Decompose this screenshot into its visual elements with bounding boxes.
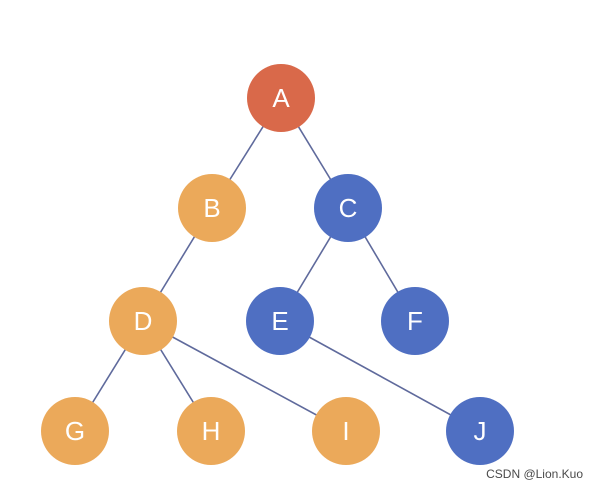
node-label: G [65, 416, 85, 446]
node-label: H [202, 416, 221, 446]
node-a: A [247, 64, 315, 132]
node-i: I [312, 397, 380, 465]
node-circle [312, 397, 380, 465]
node-circle [246, 287, 314, 355]
node-label: I [342, 416, 349, 446]
node-label: B [203, 193, 220, 223]
node-label: F [407, 306, 423, 336]
node-j: J [446, 397, 514, 465]
watermark: CSDN @Lion.Kuo [486, 467, 583, 481]
node-circle [41, 397, 109, 465]
nodes: A B C D E F G H I J [41, 64, 514, 465]
node-label: A [272, 83, 290, 113]
node-label: D [134, 306, 153, 336]
node-circle [178, 174, 246, 242]
node-circle [177, 397, 245, 465]
node-label: E [271, 306, 288, 336]
node-f: F [381, 287, 449, 355]
edges [74, 97, 481, 432]
node-d: D [109, 287, 177, 355]
node-g: G [41, 397, 109, 465]
edge-d-i [142, 320, 347, 432]
node-circle [314, 174, 382, 242]
node-h: H [177, 397, 245, 465]
node-circle [381, 287, 449, 355]
node-circle [247, 64, 315, 132]
node-circle [109, 287, 177, 355]
node-e: E [246, 287, 314, 355]
node-circle [446, 397, 514, 465]
edge-e-j [279, 320, 481, 432]
node-label: C [339, 193, 358, 223]
node-c: C [314, 174, 382, 242]
node-b: B [178, 174, 246, 242]
node-label: J [474, 416, 487, 446]
